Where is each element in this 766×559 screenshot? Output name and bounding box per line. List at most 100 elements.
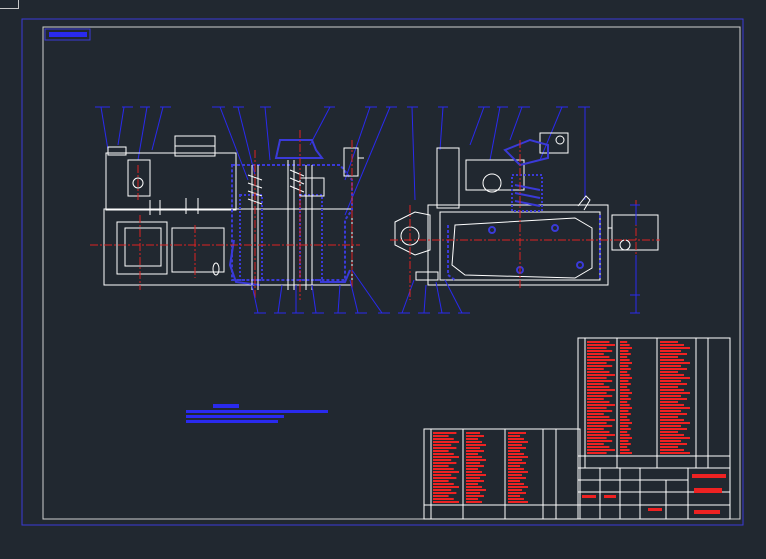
parts-list-row-bar (433, 483, 454, 485)
parts-list-row-bar (508, 432, 526, 434)
parts-list-row-bar (620, 401, 628, 403)
parts-list-row-bar (508, 459, 522, 461)
parts-list-row-bar (660, 353, 687, 355)
parts-list-row-bar (587, 440, 613, 442)
front-section-view (90, 106, 418, 314)
parts-list-row-bar (620, 428, 631, 430)
parts-list-row-bar (620, 407, 632, 409)
parts-list-row-bar (660, 440, 681, 442)
parts-list-row-bar (587, 347, 607, 349)
parts-list-row-bar (587, 416, 610, 418)
svg-text:XXXXXX.XX: XXXXXX.XX (57, 33, 79, 38)
leader-lines-top-left (95, 106, 418, 216)
parts-list-row-bar (433, 501, 459, 503)
parts-list-row-bar (660, 434, 684, 436)
parts-list-row-bar (660, 395, 681, 397)
parts-list-row-bar (508, 453, 524, 455)
parts-list-row-bar (620, 344, 630, 346)
parts-list-row-bar (466, 450, 484, 452)
parts-list-row-bar (587, 353, 604, 355)
parts-list-row-bar (620, 419, 630, 421)
parts-list-row-bar (587, 410, 613, 412)
parts-list-row-bar (660, 428, 687, 430)
parts-list-row-bar (433, 480, 449, 482)
parts-list-row-bar (620, 449, 630, 451)
parts-list-row-bar (587, 401, 610, 403)
inner-frame (42, 26, 741, 520)
parts-list-row-bar (433, 474, 452, 476)
parts-list-row-bar (466, 435, 484, 437)
parts-list-row-bar (508, 489, 522, 491)
side-valve-train (447, 138, 601, 281)
parts-list-row-bar (660, 365, 681, 367)
parts-list-row-bar (660, 350, 681, 352)
parts-list-row-bar (660, 341, 678, 343)
parts-list-row-bar (660, 371, 678, 373)
parts-list-row-bar (466, 468, 478, 470)
parts-list-row-bar (466, 456, 482, 458)
parts-list-row-bar (620, 416, 628, 418)
parts-list-row-bar (660, 374, 684, 376)
parts-list-row-bar (466, 432, 480, 434)
parts-list-row-bar (660, 362, 690, 364)
parts-list-row-bar (587, 443, 604, 445)
parts-list-row-bar (660, 419, 684, 421)
parts-list-row-bar (508, 465, 520, 467)
parts-list-row-bar (508, 474, 522, 476)
parts-list-row-bar (508, 486, 528, 488)
parts-list-row-bar (660, 431, 678, 433)
parts-list-row-bar (508, 447, 526, 449)
parts-list-row-bar (508, 435, 520, 437)
parts-list-row-bar (587, 452, 607, 454)
parts-list-row-bar (508, 468, 524, 470)
parts-list-row-bar (508, 450, 520, 452)
parts-list-row-bar (466, 471, 482, 473)
parts-list-row-bar (620, 380, 629, 382)
parts-list-row-bar (587, 422, 607, 424)
viewport-corner-marker (0, 0, 19, 9)
parts-list-row-bar (620, 398, 631, 400)
parts-list-row-bar (587, 368, 604, 370)
parts-list-row-bar (660, 344, 684, 346)
parts-list-right (577, 337, 731, 469)
parts-list-row-bar (433, 435, 449, 437)
parts-list-row-bar (660, 413, 687, 415)
parts-list-row-bar (620, 395, 629, 397)
leader-lines-bottom-right (418, 204, 640, 314)
valve-stems (247, 147, 364, 290)
parts-list-row-bar (587, 386, 610, 388)
side-outline (394, 132, 659, 286)
parts-list-row-bar (587, 431, 610, 433)
parts-list-row-bar (466, 498, 478, 500)
parts-list-row-bar (466, 477, 480, 479)
parts-list-row-bar (660, 452, 690, 454)
parts-list-row-bar (433, 495, 449, 497)
parts-list-row-bar (466, 447, 480, 449)
parts-list-row-bar (433, 456, 459, 458)
center-lines-left (90, 130, 360, 300)
parts-list-row-bar (620, 431, 628, 433)
parts-list-row-bar (587, 407, 607, 409)
parts-list-row-bar (620, 371, 628, 373)
parts-list-row-bar (620, 392, 632, 394)
head-outline (103, 135, 353, 286)
side-section-view (390, 106, 660, 314)
parts-list-row-bar (620, 440, 629, 442)
parts-list-row-bar (587, 344, 615, 346)
parts-list-row-bar (620, 422, 632, 424)
parts-list-row-bar (620, 374, 630, 376)
parts-list-row-bar (508, 438, 524, 440)
parts-list-row-bar (587, 374, 615, 376)
parts-list-row-bar (587, 437, 607, 439)
parts-list-row-bar (660, 404, 684, 406)
parts-list-row-bar (660, 368, 687, 370)
parts-list-row-bar (433, 462, 457, 464)
parts-list-row-bar (508, 501, 528, 503)
title-block (577, 467, 731, 520)
parts-list-row-bar (660, 383, 687, 385)
parts-list-row-bar (620, 359, 630, 361)
parts-list-row-bar (433, 444, 452, 446)
parts-list-row-bar (433, 441, 459, 443)
parts-list-row-bar (587, 371, 610, 373)
